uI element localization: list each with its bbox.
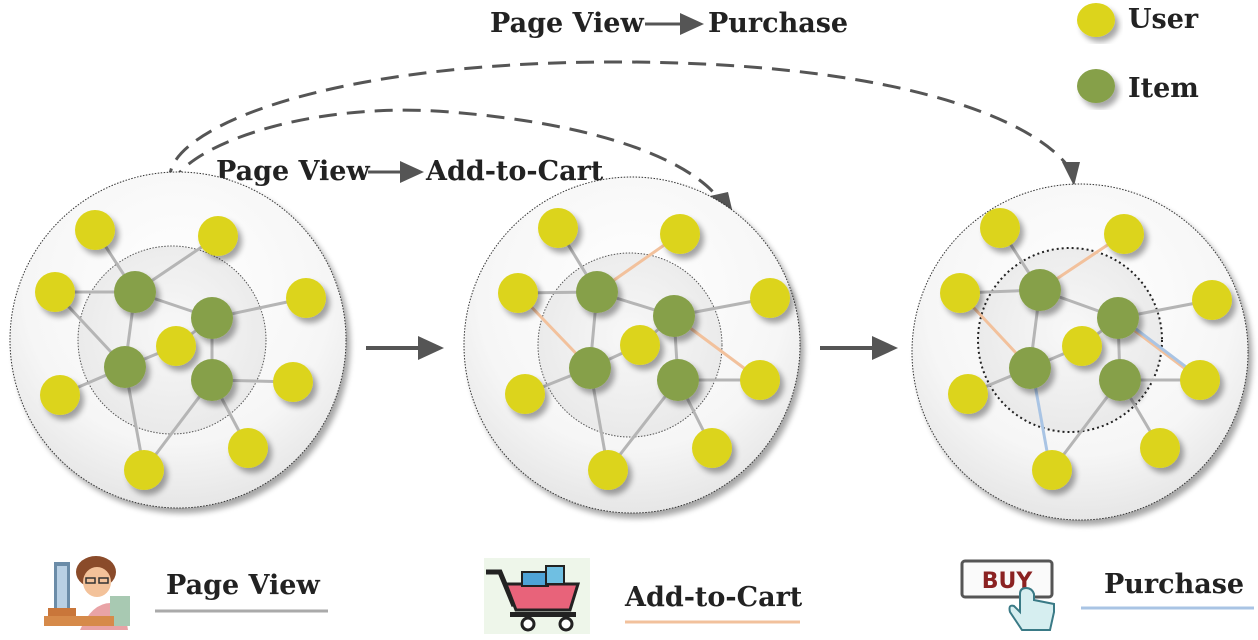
arrowhead-purchase (1062, 162, 1080, 186)
middle-flow-arrowhead (400, 161, 424, 183)
top-flow-arrowhead (680, 13, 704, 35)
page-view-legend-label: Page View (166, 570, 320, 601)
graph-disc-purchase (911, 183, 1249, 521)
add-to-cart-legend-label: Add-to-Cart (624, 582, 803, 613)
legend-item-dot (1077, 69, 1115, 103)
top-flow-from-label: Page View (490, 8, 644, 39)
buy-button-icon: BUY (960, 559, 1055, 631)
step-arrow-2 (820, 336, 898, 360)
dashed-flow-arrow-purchase (168, 60, 1074, 187)
middle-flow-to-label: Add-to-Cart (425, 156, 604, 187)
person-at-computer-icon (44, 556, 130, 630)
step-arrow-1 (366, 336, 444, 360)
purchase-legend-label: Purchase (1104, 569, 1244, 600)
graph-disc-page-view (9, 171, 347, 509)
top-flow-to-label: Purchase (708, 8, 848, 39)
legend-user-dot (1077, 3, 1115, 37)
middle-flow-from-label: Page View (216, 156, 370, 187)
shopping-cart-icon (484, 558, 590, 634)
legend-item-label: Item (1128, 73, 1199, 104)
graph-disc-add-to-cart (463, 176, 801, 514)
legend-user-label: User (1128, 4, 1199, 35)
